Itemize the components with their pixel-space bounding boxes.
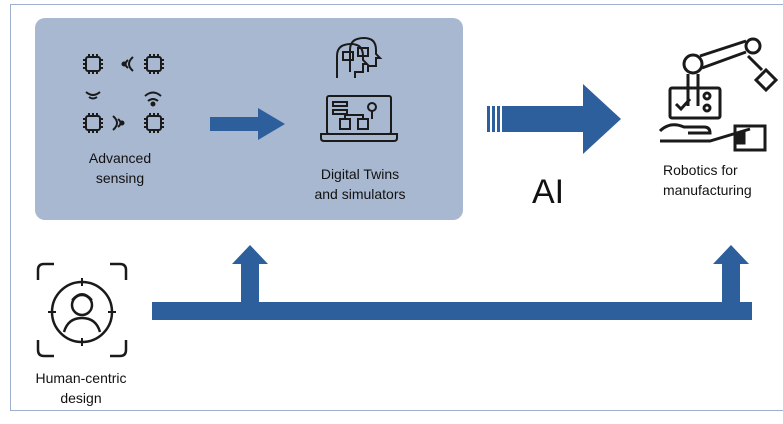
robotics-label: Robotics for manufacturing [663, 162, 752, 198]
human-centric-connector-arrow [152, 245, 752, 320]
advanced-sensing-label: Advanced sensing [88, 150, 152, 186]
sensing-to-twins-arrow [210, 108, 285, 140]
ai-label: AI [532, 173, 565, 211]
robot-arm-icon [658, 37, 779, 152]
sensor-chips-icon [83, 54, 164, 133]
digital-twins-label: Digital Twins and simulators [314, 166, 406, 202]
human-centric-icon [36, 262, 128, 358]
human-centric-label: Human-centric design [35, 370, 127, 406]
ai-arrow [487, 84, 621, 154]
diagram-frame [10, 4, 783, 411]
digital-twins-icon [320, 36, 398, 142]
